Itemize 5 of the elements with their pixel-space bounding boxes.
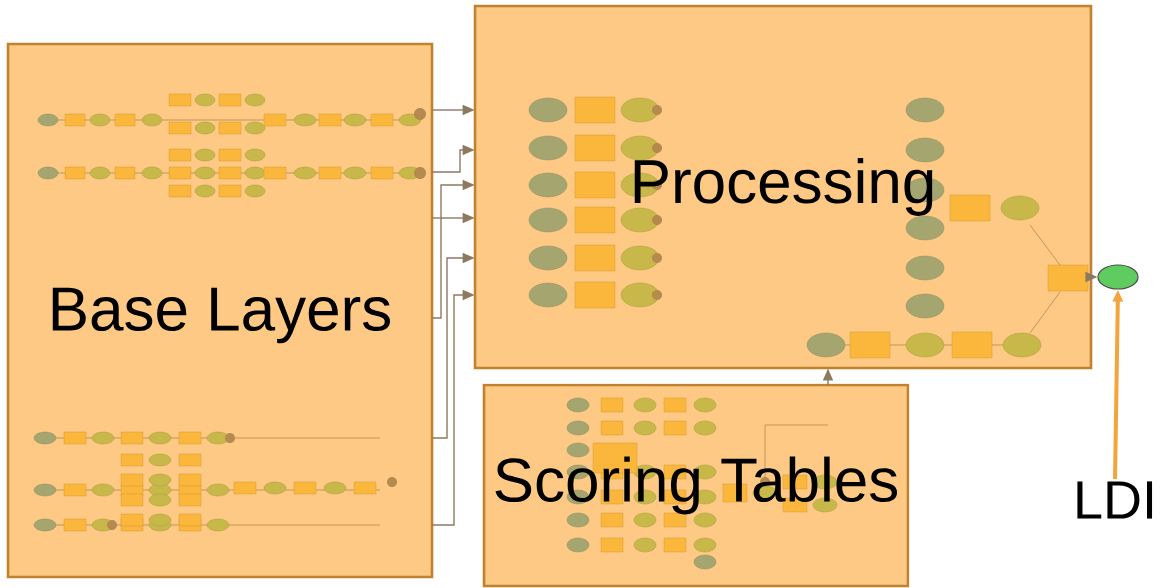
panel-box: Processing	[473, 4, 1093, 370]
panel-box: Scoring Tables	[482, 383, 910, 588]
output-ellipse	[1097, 264, 1139, 290]
panel-box: Base Layers	[6, 42, 434, 579]
output-label: LDI	[1077, 481, 1153, 519]
